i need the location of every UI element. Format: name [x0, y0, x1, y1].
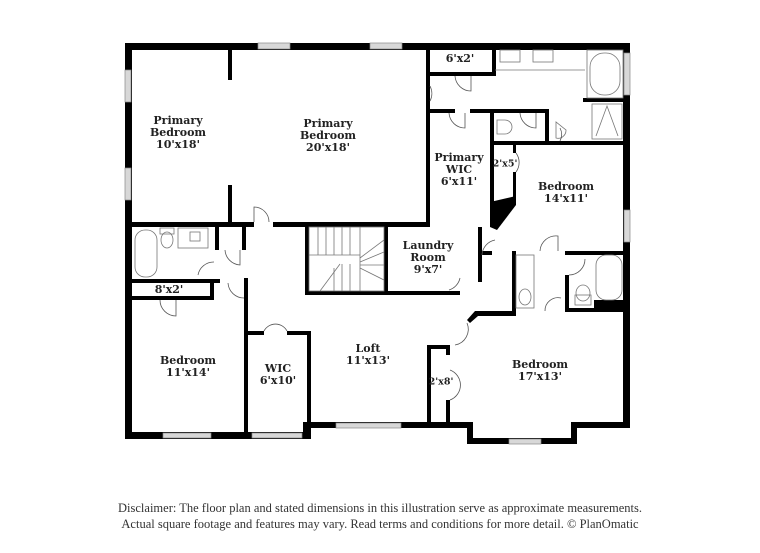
room-name-line1: Bedroom: [537, 180, 595, 193]
room-label-loft: Loft 11'x13': [346, 343, 390, 367]
room-name-line2: Bedroom: [299, 129, 357, 142]
room-name-line2: Bedroom: [149, 126, 207, 139]
room-label-primary-bedroom-west: Primary Bedroom 10'x18': [150, 115, 206, 151]
room-label-closet-2x5: 2'x5': [493, 159, 518, 170]
doors: [159, 75, 586, 401]
room-size: 10'x18': [156, 138, 200, 151]
room-label-closet-8x2: 8'x2': [155, 284, 184, 296]
room-label-bedroom-se: Bedroom 17'x13': [512, 359, 568, 383]
room-size: 2'x5': [492, 158, 518, 170]
disclaimer-line-2: Actual square footage and features may v…: [121, 517, 639, 531]
room-name-line2: WIC: [445, 163, 473, 176]
room-size: 11'x14': [166, 366, 210, 379]
room-size: 11'x13': [346, 354, 390, 367]
room-name-line2: Room: [410, 251, 446, 264]
room-size: 6'x2': [445, 52, 475, 65]
room-label-closet-2x8: 2'x8': [429, 377, 454, 388]
room-label-closet-6x2: 6'x2': [446, 53, 475, 65]
disclaimer-line-1: Disclaimer: The floor plan and stated di…: [118, 501, 642, 515]
room-size: 20'x18': [306, 141, 350, 154]
room-size: 8'x2': [154, 283, 184, 296]
room-label-laundry-room: Laundry Room 9'x7': [403, 240, 454, 276]
room-size: 6'x11': [440, 175, 478, 188]
room-name-line1: Laundry: [402, 239, 454, 252]
room-name-line1: Bedroom: [511, 358, 569, 371]
room-name-line1: Primary: [153, 114, 203, 127]
disclaimer: Disclaimer: The floor plan and stated di…: [0, 500, 760, 532]
room-size: 6'x10': [259, 374, 297, 387]
room-size: 14'x11': [544, 192, 588, 205]
windows: [124, 42, 631, 445]
room-label-primary-bedroom-main: Primary Bedroom 20'x18': [300, 118, 356, 154]
room-size: 17'x13': [518, 370, 562, 383]
room-name-line1: Bedroom: [159, 354, 217, 367]
room-name-line1: Primary: [303, 117, 353, 130]
room-label-primary-wic: Primary WIC 6'x11': [434, 152, 483, 188]
room-label-bedroom-ne: Bedroom 14'x11': [538, 181, 594, 205]
room-label-wic: WIC 6'x10': [260, 363, 296, 387]
room-size: 2'x8': [428, 376, 454, 388]
walls: [125, 43, 630, 444]
room-size: 9'x7': [413, 263, 443, 276]
room-label-bedroom-sw: Bedroom 11'x14': [160, 355, 216, 379]
room-name-line1: WIC: [264, 362, 292, 375]
fixtures: [134, 49, 624, 309]
room-name-line1: Loft: [355, 342, 381, 355]
room-name-line1: Primary: [434, 151, 484, 164]
